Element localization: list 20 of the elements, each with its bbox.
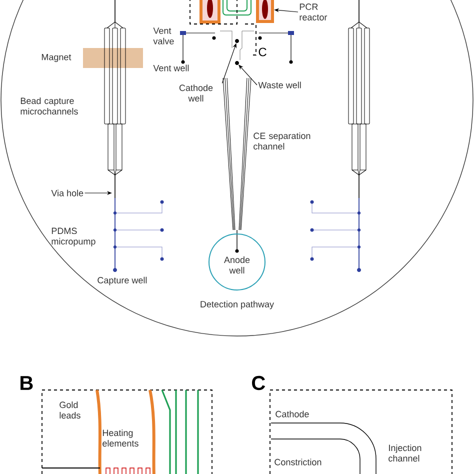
label: Heating elements — [102, 429, 138, 447]
label: Injection channel — [388, 444, 422, 462]
label: Detection pathway — [200, 300, 274, 310]
panel-letter: C — [252, 376, 266, 390]
label: Vent valve — [153, 28, 174, 44]
callout-label: Via hole — [51, 190, 84, 196]
callout-label: Waste well — [258, 82, 301, 88]
callout-label: PCR reactor — [300, 4, 328, 20]
label: Gold leads — [60, 401, 80, 419]
label: Cathode — [276, 410, 309, 418]
label: Bead capture microchannels — [20, 97, 78, 115]
panel-letter: C — [258, 48, 266, 56]
label: Magnet — [42, 54, 72, 62]
callout-label: Cathode well — [179, 84, 213, 102]
label: Capture well — [98, 276, 147, 286]
label: Vent well — [153, 64, 189, 72]
label: PDMS micropump — [52, 228, 96, 246]
label: CE separation channel — [254, 132, 310, 150]
label: Constriction — [274, 458, 322, 466]
panel-letter: B — [20, 376, 33, 390]
